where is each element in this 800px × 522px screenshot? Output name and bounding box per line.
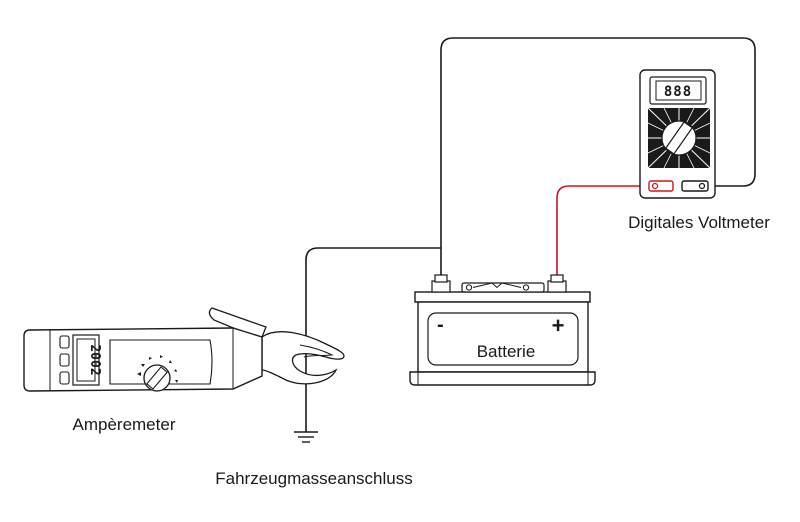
voltmeter-display-digits: 888 — [664, 84, 692, 100]
battery-minus-sign: - — [437, 314, 444, 336]
positive-wire-to-voltmeter — [556, 185, 652, 277]
ammeter-display-digits: 2002 — [87, 344, 102, 375]
ground-wire — [305, 247, 441, 432]
voltmeter-label: Digitales Voltmeter — [628, 213, 770, 232]
ammeter-button-2 — [59, 353, 70, 367]
clamp-ammeter: 2002 — [23, 307, 345, 392]
battery: - + Batterie — [409, 274, 596, 386]
ammeter-button-1 — [59, 335, 70, 349]
ammeter-button-3 — [59, 371, 70, 385]
ammeter-label: Ampèremeter — [73, 415, 176, 434]
ammeter-clamp-jaw — [208, 307, 267, 338]
negative-wire-to-voltmeter — [440, 37, 756, 275]
battery-positive-terminal — [547, 274, 567, 293]
ground-label: Fahrzeugmasseanschluss — [215, 469, 412, 488]
battery-negative-terminal — [431, 274, 451, 293]
digital-voltmeter: 888 — [639, 69, 716, 199]
ammeter-dial-ticks — [137, 355, 178, 383]
battery-label: Batterie — [477, 342, 536, 361]
ground-symbol — [294, 431, 318, 443]
battery-plus-sign: + — [552, 313, 565, 338]
